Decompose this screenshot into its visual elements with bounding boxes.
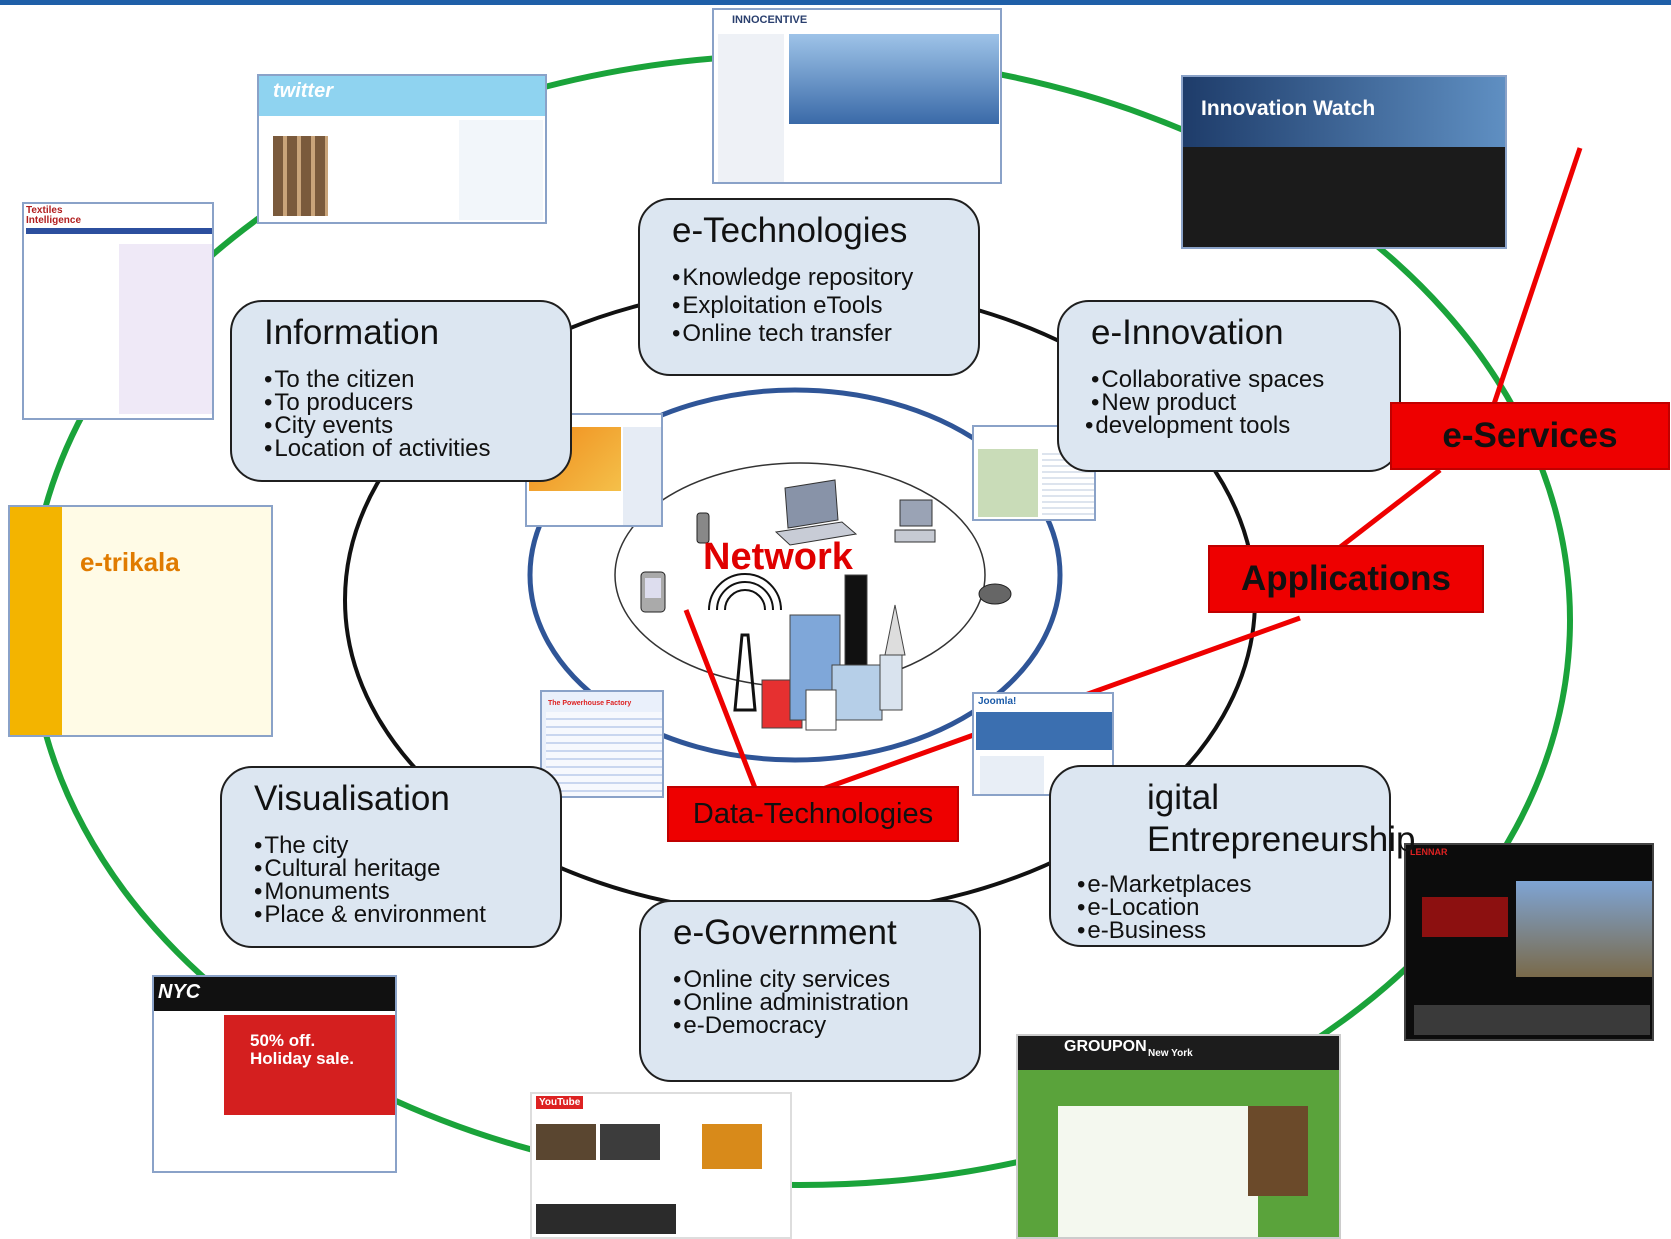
e-government-box: e-Government Online city services Online… <box>639 900 981 1082</box>
telephone-icon <box>978 583 1012 605</box>
e-technologies-item: Online tech transfer <box>672 322 978 346</box>
visualisation-item: Cultural heritage <box>254 857 560 881</box>
innovation-watch-logo: Innovation Watch <box>1201 97 1376 120</box>
twitter-screenshot: twitter <box>257 74 547 224</box>
city-buildings-icon <box>761 574 903 731</box>
e-services-label: e-Services <box>1390 402 1670 470</box>
youtube-screenshot: YouTube <box>530 1092 792 1239</box>
e-technologies-title: e-Technologies <box>672 211 908 250</box>
pda-icon <box>640 571 666 613</box>
information-item: Location of activities <box>264 437 570 461</box>
powerhouse-screenshot: The Powerhouse Factory <box>540 690 664 798</box>
e-government-title: e-Government <box>673 913 897 952</box>
antenna-icon <box>884 604 906 656</box>
desktop-computer-icon <box>894 499 936 543</box>
information-item: To the citizen <box>264 368 570 392</box>
information-item: City events <box>264 414 570 438</box>
e-innovation-item: development tools <box>1085 414 1399 438</box>
network-label: Network <box>703 536 853 578</box>
digital-entrepreneurship-title: igital Entrepreneurship <box>1147 778 1416 859</box>
etrikala-logo: e-trikala <box>80 547 180 577</box>
visualisation-item: Monuments <box>254 880 560 904</box>
nycshop-screenshot: NYC 50% off. Holiday sale. <box>152 975 397 1173</box>
e-technologies-item: Exploitation eTools <box>672 294 978 318</box>
etrikala-screenshot: e-trikala <box>8 505 273 737</box>
innocentive-screenshot: INNOCENTIVE <box>712 8 1002 184</box>
twitter-logo: twitter <box>273 80 333 102</box>
digital-entrepreneurship-item: e-Marketplaces <box>1077 873 1389 897</box>
e-technologies-list: Knowledge repository Exploitation eTools… <box>672 266 978 346</box>
innovation-watch-screenshot: Innovation Watch <box>1181 75 1507 249</box>
joomla-logo: Joomla! <box>978 696 1017 707</box>
digital-entrepreneurship-item: e-Business <box>1077 919 1389 943</box>
e-technologies-box: e-Technologies Knowledge repository Expl… <box>638 198 980 376</box>
data-technologies-label: Data-Technologies <box>667 786 959 842</box>
visualisation-box: Visualisation The city Cultural heritage… <box>220 766 562 948</box>
e-innovation-title: e-Innovation <box>1091 313 1284 352</box>
powerhouse-logo: The Powerhouse Factory <box>548 700 632 707</box>
mobile-phone-icon <box>696 512 710 544</box>
e-innovation-item: Collaborative spaces <box>1091 368 1399 392</box>
digital-entrepreneurship-item: e-Location <box>1077 896 1389 920</box>
digital-entrepreneurship-box: igital Entrepreneurship e-Marketplaces e… <box>1049 765 1416 947</box>
information-item: To producers <box>264 391 570 415</box>
e-innovation-box: e-Innovation Collaborative spaces New pr… <box>1057 300 1401 472</box>
digital-entrepreneurship-list: e-Marketplaces e-Location e-Business <box>1077 873 1389 943</box>
textiles-logo: Textiles Intelligence <box>26 205 82 226</box>
groupon-city: New York <box>1148 1048 1193 1059</box>
information-title: Information <box>264 313 440 352</box>
top-accent-bar <box>0 0 1671 5</box>
laptop-icon <box>774 479 858 546</box>
innocentive-logo: INNOCENTIVE <box>732 14 808 26</box>
lennar-screenshot: LENNAR <box>1404 843 1654 1041</box>
e-government-list: Online city services Online administrati… <box>673 968 979 1038</box>
nyc-logo: NYC <box>158 981 201 1003</box>
visualisation-item: The city <box>254 834 560 858</box>
e-innovation-item: New product <box>1091 391 1399 415</box>
youtube-logo: YouTube <box>536 1096 584 1109</box>
e-technologies-item: Knowledge repository <box>672 266 978 290</box>
visualisation-list: The city Cultural heritage Monuments Pla… <box>254 834 560 927</box>
e-government-item: Online administration <box>673 991 979 1015</box>
e-government-item: e-Democracy <box>673 1014 979 1038</box>
e-innovation-list: Collaborative spaces New product develop… <box>1091 368 1399 438</box>
information-box: Information To the citizen To producers … <box>230 300 572 482</box>
radio-tower-icon <box>708 573 782 712</box>
groupon-logo: GROUPON <box>1064 1038 1147 1055</box>
visualisation-title: Visualisation <box>254 779 450 818</box>
textiles-intelligence-screenshot: Textiles Intelligence <box>22 202 214 420</box>
e-government-item: Online city services <box>673 968 979 992</box>
visualisation-item: Place & environment <box>254 903 560 927</box>
information-list: To the citizen To producers City events … <box>264 368 570 461</box>
lennar-logo: LENNAR <box>1410 847 1448 857</box>
nyc-sale-text: 50% off. Holiday sale. <box>250 1031 354 1068</box>
applications-label: Applications <box>1208 545 1484 613</box>
groupon-screenshot: GROUPON New York <box>1016 1034 1341 1239</box>
